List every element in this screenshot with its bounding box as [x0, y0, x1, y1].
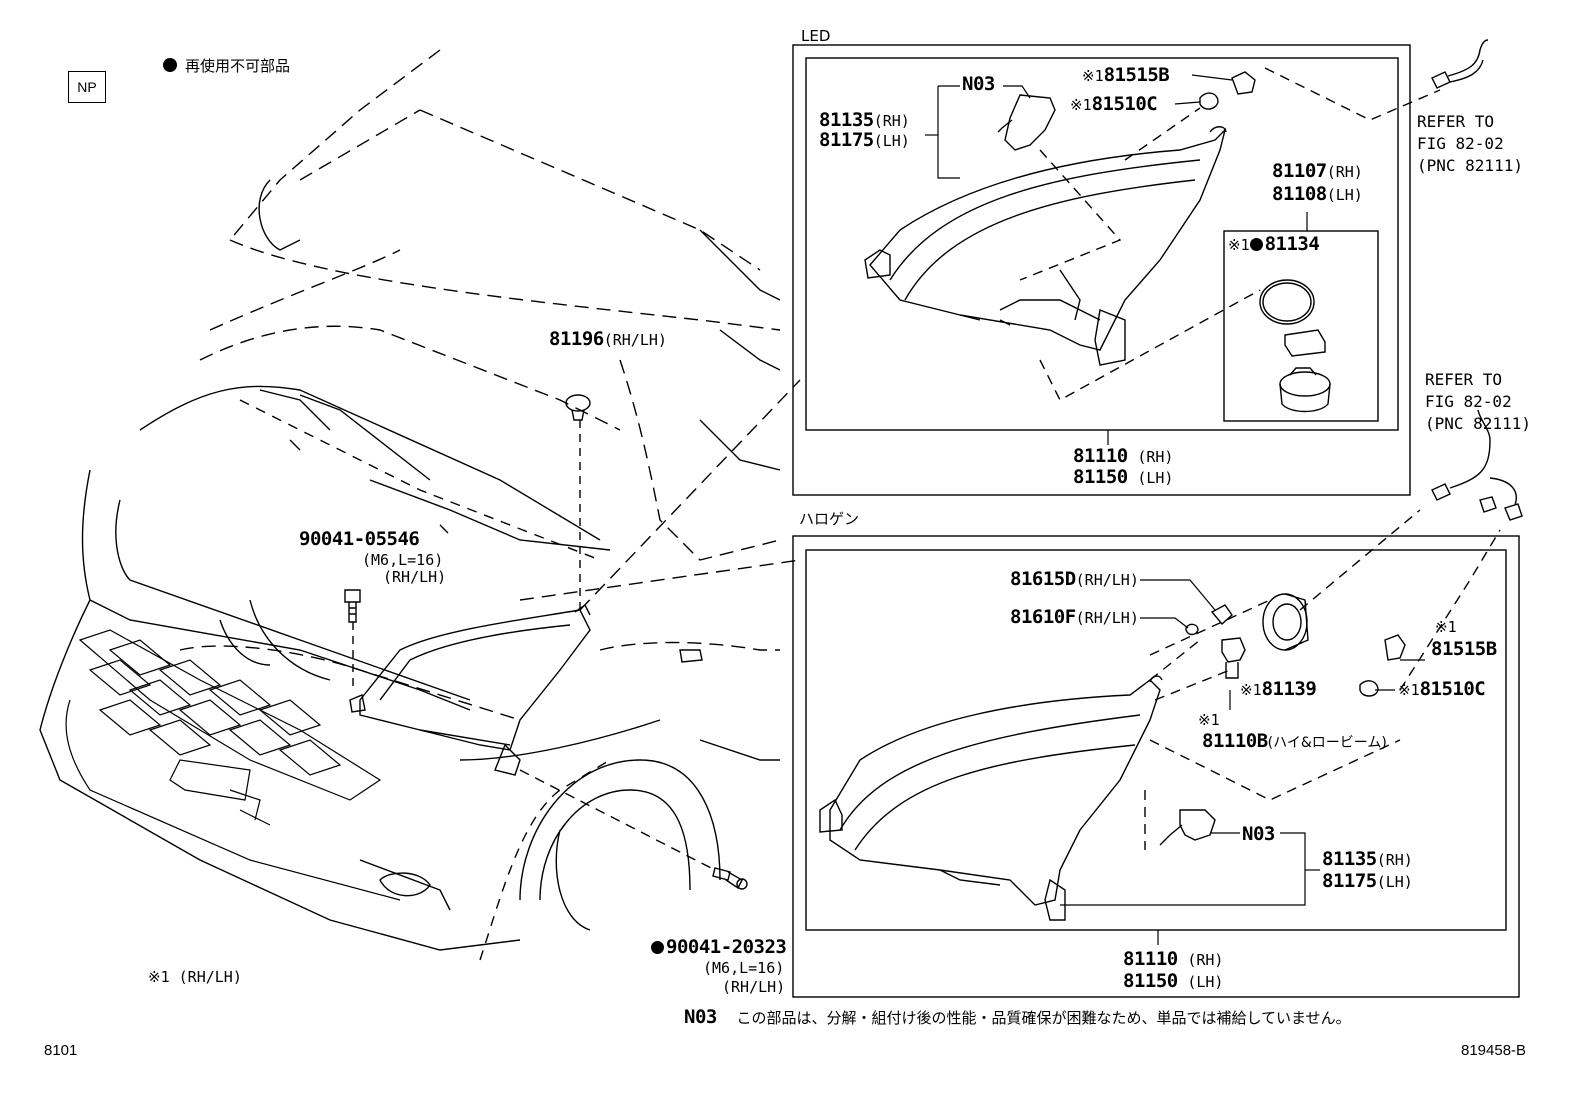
label-81196: 81196(RH/LH)	[549, 328, 667, 350]
label-90041-20323: 90041-20323	[651, 938, 787, 957]
figure-code: 8101	[44, 1042, 78, 1059]
led-headlamp-assembly	[864, 126, 1227, 366]
led-inner-frame	[805, 57, 1399, 431]
led-81515b-socket	[1231, 71, 1256, 95]
hal-81515b-mark: ※1	[1435, 618, 1457, 636]
halogen-connector-wire	[1431, 409, 1523, 521]
hal-81610f-label: 81610F(RH/LH)	[1010, 606, 1139, 628]
led-81135-label: 81135(RH)	[819, 109, 910, 131]
led-81134-gasket	[1259, 279, 1315, 325]
hal-81150-label: 81150 (LH)	[1123, 970, 1224, 992]
halogen-headlamp-assembly	[819, 675, 1163, 921]
hal-81510c-label: ※181510C	[1398, 678, 1486, 700]
label-90041-05546: 90041-05546	[299, 528, 420, 550]
non-reusable-dot-icon	[163, 58, 177, 72]
hal-81110-label: 81110 (RH)	[1123, 948, 1224, 970]
halogen-81610f-bulb	[1185, 623, 1199, 636]
note-rhlh: ※1 (RH/LH)	[148, 968, 242, 986]
hal-81139-label: ※181139	[1240, 678, 1317, 700]
legend-text: 再使用不可部品	[185, 57, 291, 75]
led-81515b-label: ※181515B	[1082, 64, 1170, 86]
label-90041-05546-spec1: (M6,L=16)	[362, 551, 444, 569]
led-outer-frame	[792, 44, 1411, 496]
led-81510c-bulb	[1199, 92, 1219, 110]
halogen-section-title: ハロゲン	[799, 510, 860, 528]
led-81110-label: 81110 (RH)	[1073, 445, 1174, 467]
hal-81135-label: 81135(RH)	[1322, 848, 1413, 870]
led-section-title: LED	[801, 27, 831, 45]
vehicle-front-outline	[39, 49, 781, 961]
halogen-81110b-bulb	[1221, 637, 1246, 679]
halogen-81515b-socket	[1384, 634, 1406, 661]
hal-n03-label: N03	[1242, 823, 1275, 845]
grille-mesh	[65, 629, 401, 901]
hal-81515b-label: 81515B	[1431, 638, 1497, 660]
halogen-81615d-socket	[1210, 604, 1233, 626]
led-n03-label: N03	[962, 73, 995, 95]
hal-81110b-mark: ※1	[1198, 711, 1220, 729]
non-reusable-dot-icon	[651, 941, 664, 954]
halogen-inner-frame	[805, 549, 1507, 931]
led-81175-label: 81175(LH)	[819, 129, 910, 151]
led-refer-note: REFER TO FIG 82-02 (PNC 82111)	[1417, 112, 1523, 175]
led-81150-label: 81150 (LH)	[1073, 466, 1174, 488]
hal-81110b-label: 81110B(ハイ&ロービーム)	[1202, 730, 1387, 752]
label-90041-20323-spec2: (RH/LH)	[722, 978, 786, 996]
halogen-outer-frame	[792, 535, 1520, 998]
hal-81615d-label: 81615D(RH/LH)	[1010, 568, 1139, 590]
led-81107-subframe	[1223, 230, 1379, 422]
illustration-code: 819458-B	[1461, 1042, 1527, 1059]
np-indicator-box: NP	[68, 71, 106, 103]
led-n03-unit	[997, 94, 1056, 151]
label-90041-20323-spec1: (M6,L=16)	[703, 959, 785, 977]
halogen-81139-cap	[1262, 593, 1309, 651]
halogen-refer-note: REFER TO FIG 82-02 (PNC 82111)	[1425, 370, 1531, 433]
led-81510c-label: ※181510C	[1070, 93, 1158, 115]
bolt-90041-05546	[344, 589, 361, 623]
led-81108-label: 81108(LH)	[1272, 183, 1363, 205]
hal-81175-label: 81175(LH)	[1322, 870, 1413, 892]
led-connector-wire	[1431, 39, 1489, 89]
halogen-n03-unit	[1159, 809, 1216, 846]
label-90041-05546-spec2: (RH/LH)	[383, 568, 447, 586]
bolt-90041-20323	[712, 867, 748, 890]
halogen-81510c-bulb	[1359, 680, 1379, 697]
n03-footnote: N03 この部品は、分解・組付け後の性能・品質確保が困難なため、単品では補給して…	[684, 1006, 1351, 1028]
non-reusable-dot-icon	[1249, 238, 1263, 251]
led-81107-label: 81107(RH)	[1272, 160, 1363, 182]
non-reusable-legend: 再使用不可部品	[163, 58, 290, 74]
clip-81196	[565, 394, 591, 421]
led-module	[1284, 329, 1326, 357]
led-socket-base	[1279, 367, 1331, 413]
vehicle-headlamp	[349, 603, 591, 776]
